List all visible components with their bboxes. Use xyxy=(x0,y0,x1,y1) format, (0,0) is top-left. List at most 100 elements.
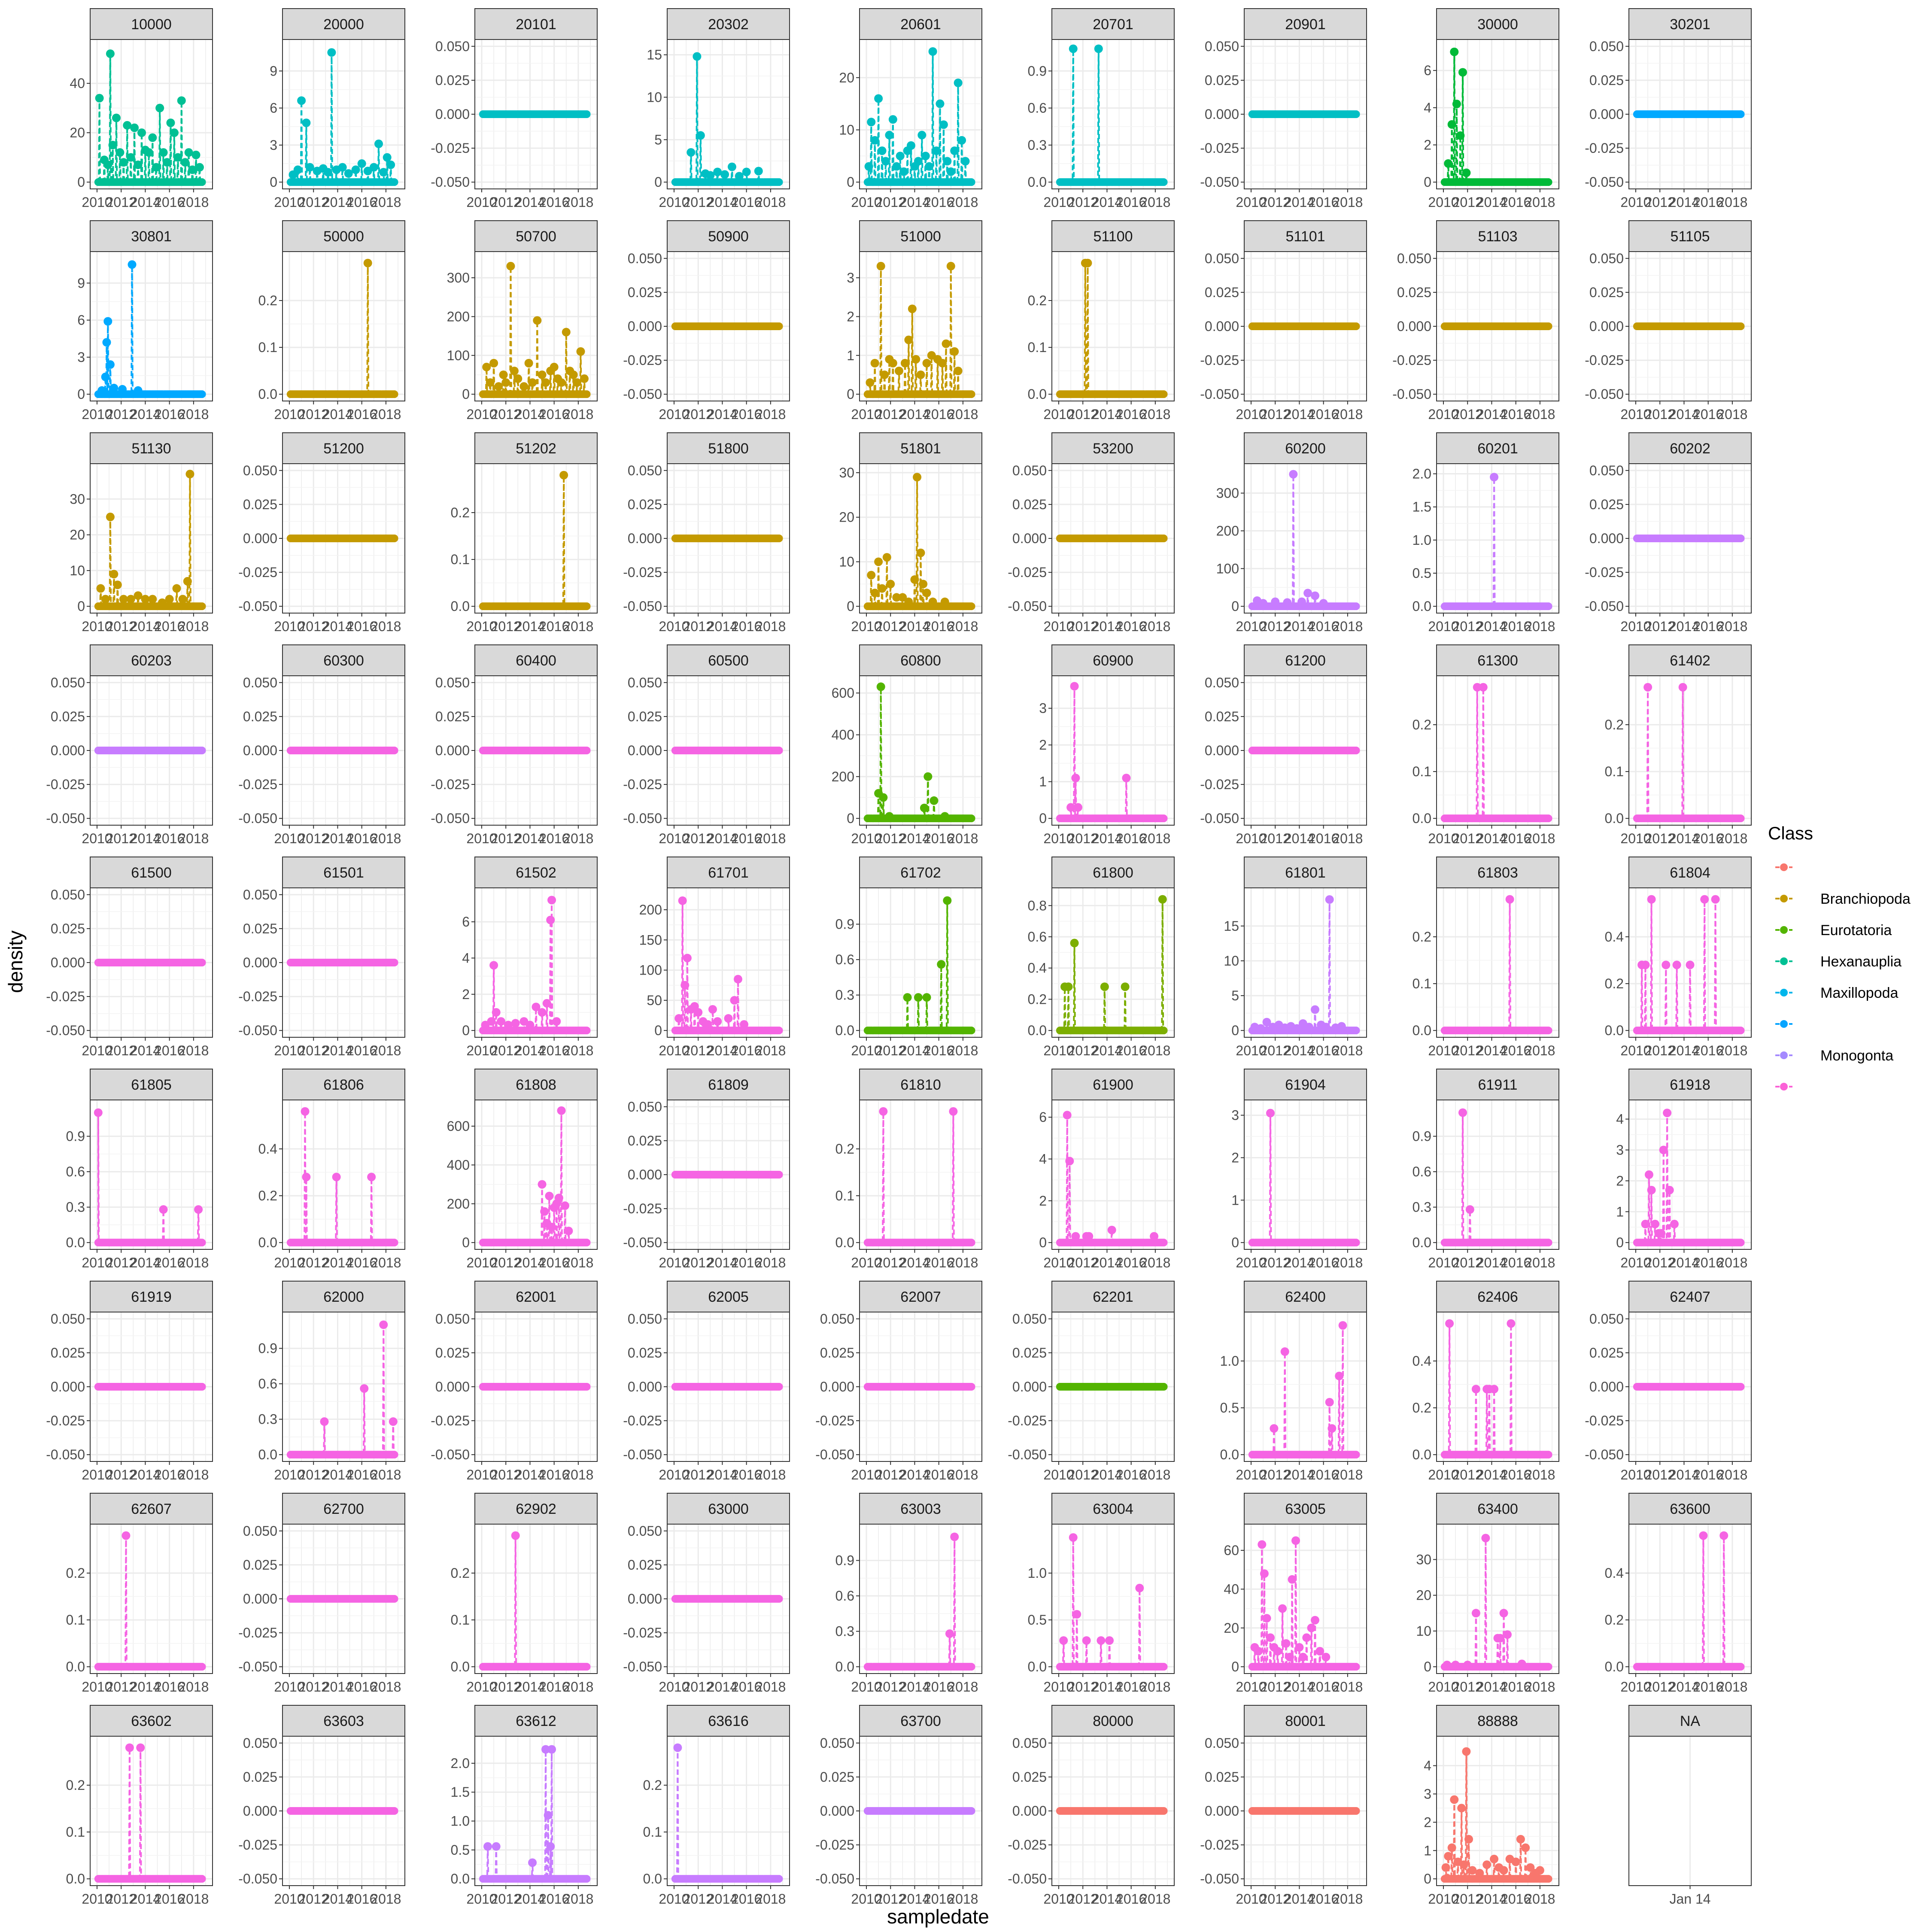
data-point xyxy=(957,136,966,145)
y-tick-label: 0.000 xyxy=(628,319,662,334)
data-point xyxy=(583,602,591,611)
y-tick-label: -0.025 xyxy=(1200,352,1239,368)
data-point xyxy=(881,157,890,166)
data-point xyxy=(687,148,696,157)
y-tick-label: -0.025 xyxy=(238,989,277,1004)
data-point xyxy=(919,580,928,589)
y-tick-label: 0.000 xyxy=(1205,106,1239,122)
data-point xyxy=(1271,597,1280,606)
data-point xyxy=(305,163,314,172)
y-tick-label: 0 xyxy=(77,174,85,190)
y-tick-label: 0.050 xyxy=(1589,463,1624,478)
y-tick-label: 0.0 xyxy=(1413,811,1431,826)
data-point xyxy=(148,133,157,142)
facet-panel: 30201-0.050-0.0250.0000.0250.05020102012… xyxy=(1585,8,1752,210)
facet-title: 60200 xyxy=(1285,440,1326,457)
y-tick-label: 0.2 xyxy=(1605,717,1624,732)
data-point xyxy=(866,378,875,387)
y-tick-label: -0.025 xyxy=(46,777,85,792)
data-point xyxy=(390,959,398,966)
facet-title: 20000 xyxy=(323,16,364,33)
y-tick-label: -0.050 xyxy=(238,1023,277,1038)
data-point xyxy=(942,339,951,348)
panel-background xyxy=(667,39,790,189)
y-tick-label: 0.3 xyxy=(1028,137,1047,153)
data-point xyxy=(506,261,515,270)
data-point xyxy=(178,595,187,604)
data-point xyxy=(108,140,117,149)
y-tick-label: 9 xyxy=(77,275,85,291)
data-point xyxy=(155,103,164,112)
data-point xyxy=(713,1017,722,1026)
y-tick-label: -0.050 xyxy=(623,811,662,826)
data-point xyxy=(528,378,537,387)
data-point xyxy=(166,118,175,128)
y-tick-label: 0 xyxy=(654,1023,662,1038)
facet-title: 20302 xyxy=(708,16,749,33)
y-tick-label: -0.025 xyxy=(1200,777,1239,792)
facet-title: 20701 xyxy=(1093,16,1133,33)
series-line xyxy=(98,54,202,183)
facet-title: 51200 xyxy=(323,440,364,457)
data-point xyxy=(939,120,948,129)
data-point xyxy=(696,131,705,140)
data-point xyxy=(1462,168,1471,177)
y-tick-label: 30 xyxy=(70,491,85,507)
x-tick-label: 2012 xyxy=(875,194,906,210)
x-tick-label: 2012 xyxy=(106,194,137,210)
data-point xyxy=(327,48,336,57)
y-tick-label: 0.000 xyxy=(1012,531,1047,546)
data-point xyxy=(557,378,566,387)
facet-title: 51130 xyxy=(131,440,171,457)
data-point xyxy=(910,575,919,584)
facet-panel: 61500-0.050-0.0250.0000.0250.05020102012… xyxy=(46,857,213,1058)
data-point xyxy=(946,261,955,270)
y-tick-label: 0.050 xyxy=(51,675,85,690)
y-tick-label: 0.050 xyxy=(628,463,662,478)
data-point xyxy=(499,370,508,379)
y-tick-label: -0.050 xyxy=(623,386,662,402)
y-tick-label: 0 xyxy=(462,1023,470,1038)
facet-panel: 20901-0.050-0.0250.0000.0250.05020102012… xyxy=(1200,8,1367,210)
y-tick-label: 0 xyxy=(847,598,854,614)
y-tick-label: 0.1 xyxy=(1028,340,1047,355)
data-point xyxy=(1737,814,1745,823)
data-point xyxy=(374,140,383,149)
y-tick-label: 200 xyxy=(832,769,854,784)
panel-border xyxy=(282,39,405,189)
x-tick-label: 2012 xyxy=(298,194,329,210)
data-point xyxy=(896,152,905,161)
y-tick-label: 0.1 xyxy=(1413,764,1431,779)
data-point xyxy=(913,473,922,482)
data-point xyxy=(386,160,395,169)
y-tick-label: 20 xyxy=(70,527,85,543)
x-tick-label: 2018 xyxy=(1525,831,1555,846)
data-point xyxy=(552,1017,561,1026)
data-point xyxy=(191,150,200,159)
x-tick-label: 2018 xyxy=(755,1043,786,1058)
data-point xyxy=(134,386,143,395)
x-tick-label: 2018 xyxy=(755,619,786,634)
data-point xyxy=(1737,110,1745,118)
data-point xyxy=(1737,322,1745,330)
data-point xyxy=(1283,598,1292,607)
x-tick-label: 2014 xyxy=(322,194,353,210)
y-tick-label: 0.025 xyxy=(1012,497,1047,512)
data-point xyxy=(940,812,949,821)
facet-title: 61502 xyxy=(516,865,556,881)
y-tick-label: 0.000 xyxy=(628,531,662,546)
y-tick-label: 10 xyxy=(70,563,85,578)
data-point xyxy=(1678,683,1687,692)
data-point xyxy=(569,370,578,379)
data-point xyxy=(907,141,916,150)
y-tick-label: 0.5 xyxy=(1413,565,1431,581)
y-tick-label: 0.050 xyxy=(435,675,470,690)
y-tick-label: 0.050 xyxy=(1205,251,1239,266)
data-point xyxy=(908,304,917,313)
data-point xyxy=(1160,390,1168,398)
data-point xyxy=(1352,747,1360,754)
data-point xyxy=(1352,602,1360,611)
